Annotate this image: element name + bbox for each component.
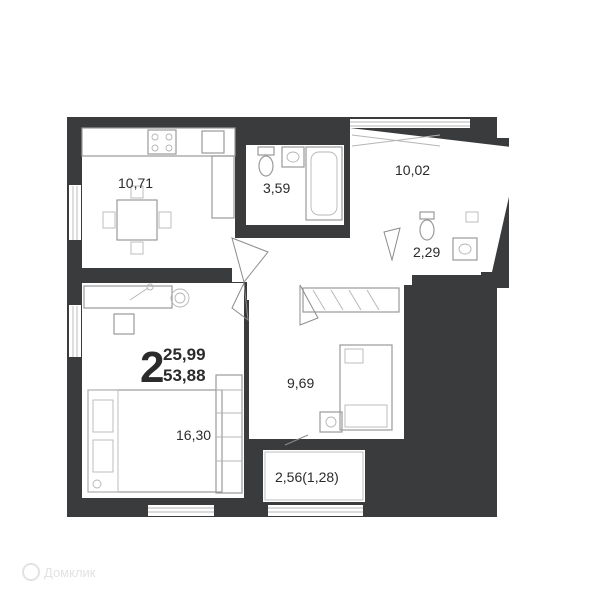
windows bbox=[72, 121, 470, 513]
living-area-total: 25,99 bbox=[163, 345, 206, 364]
kitchen-furniture bbox=[81, 127, 236, 255]
wc-furniture bbox=[419, 211, 479, 261]
bedroom-room bbox=[249, 282, 404, 439]
room-interiors bbox=[69, 119, 520, 516]
logo-icon bbox=[22, 563, 40, 581]
apartment-summary: 2 25,99 53,88 bbox=[140, 343, 206, 392]
watermark: Домклик bbox=[22, 563, 96, 581]
bedroom-furniture bbox=[302, 287, 400, 433]
watermark-text: Домклик bbox=[44, 565, 96, 580]
balcony-room bbox=[263, 450, 365, 502]
bathroom-room bbox=[246, 145, 344, 225]
bathroom-area-label: 3,59 bbox=[263, 180, 290, 196]
bedroom-area-label: 9,69 bbox=[287, 375, 314, 391]
bathroom-furniture bbox=[257, 146, 343, 221]
hall-area-label: 10,02 bbox=[395, 162, 430, 178]
kitchen-area-label: 10,71 bbox=[118, 175, 153, 191]
doors bbox=[231, 227, 401, 446]
hall-furniture bbox=[351, 134, 441, 147]
total-area: 53,88 bbox=[163, 366, 206, 385]
balcony-area-label: 2,56(1,28) bbox=[275, 469, 339, 485]
area-labels: 10,71 3,59 10,02 2,29 16,30 9,69 2,56(1,… bbox=[118, 162, 440, 485]
kitchen-room bbox=[82, 128, 235, 268]
rooms-count: 2 bbox=[140, 343, 164, 392]
living-furniture bbox=[83, 283, 243, 494]
wc-room bbox=[401, 210, 481, 275]
wc-area-label: 2,29 bbox=[413, 244, 440, 260]
living-area-label: 16,30 bbox=[176, 427, 211, 443]
balcony-outline bbox=[264, 451, 364, 501]
